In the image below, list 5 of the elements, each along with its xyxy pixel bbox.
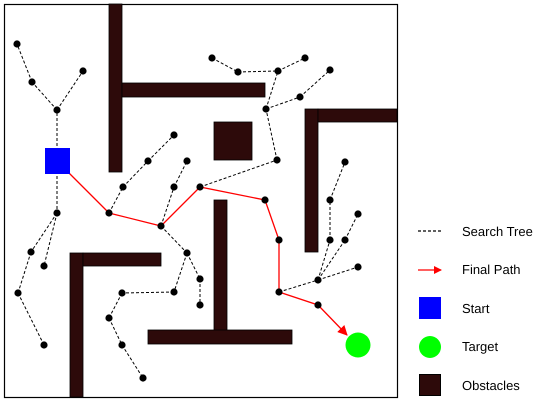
legend-label: Target (462, 339, 498, 354)
legend-label: Final Path (462, 262, 521, 278)
legend-label: Obstacles (462, 378, 520, 393)
legend-label: Search Tree (462, 224, 533, 239)
legend-label: Start (462, 300, 490, 316)
